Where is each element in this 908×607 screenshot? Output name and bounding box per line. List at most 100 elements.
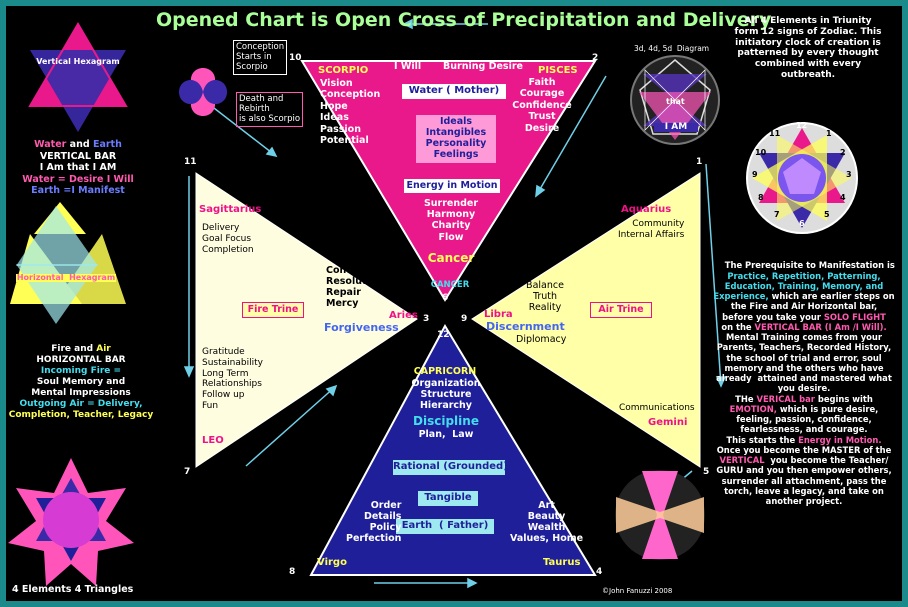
the-text: THe bbox=[735, 393, 757, 404]
diplomacy-label: Diplomacy bbox=[516, 334, 567, 345]
vertical-bar-caption: Water and Earth VERTICAL BAR I Am that I… bbox=[6, 139, 150, 197]
cancer-label: Cancer bbox=[427, 251, 475, 265]
leo-label: LEO bbox=[202, 435, 224, 446]
number-6: 6 bbox=[442, 293, 449, 303]
diagram-caption: 3d, 4d, 5d Diagram bbox=[634, 44, 710, 53]
air-trine-box: Air Trine bbox=[590, 302, 652, 318]
hbar-line: Incoming Fire = bbox=[40, 365, 122, 376]
on-the-text: on the bbox=[721, 321, 755, 332]
master-text: Once you become the MASTER of the bbox=[716, 444, 892, 455]
capricorn-words: Organization Structure Hierarchy bbox=[411, 378, 481, 411]
chart-panel: Opened Chart is Open Cross of Precipitat… bbox=[6, 6, 902, 601]
tangible-box: Tangible bbox=[418, 491, 478, 506]
number-1: 1 bbox=[696, 157, 703, 167]
cross-diagram bbox=[8, 18, 858, 589]
vertical-hexagram-label: Vertical Hexagram bbox=[36, 57, 120, 66]
number-7: 7 bbox=[184, 467, 191, 477]
aries-label: Aries bbox=[389, 310, 418, 321]
energy-in-motion-box: Energy in Motion bbox=[404, 179, 500, 193]
starts-text: This starts the bbox=[726, 434, 799, 445]
begins-with-text: begins with bbox=[814, 393, 873, 404]
clock-number: 5 bbox=[824, 210, 830, 219]
i-am-label: I AM bbox=[654, 122, 698, 133]
leo-words: Gratitude Sustainability Long Term Relat… bbox=[202, 347, 263, 411]
ideals-box: Ideals Intangibles Personality Feelings bbox=[416, 115, 496, 163]
water-mother-box: Water ( Mother) bbox=[402, 84, 506, 99]
burning-desire: Burning Desire bbox=[443, 61, 523, 72]
aquarius-words: Community Internal Affairs bbox=[618, 219, 685, 240]
earth-triangle bbox=[309, 323, 597, 576]
aquarius-label: Aquarius bbox=[621, 204, 672, 215]
death-rebirth-note: Death and Rebirth is also Scorpio bbox=[236, 92, 304, 128]
clock-number: 2 bbox=[840, 148, 846, 157]
libra-label: Libra bbox=[484, 309, 513, 320]
virgo-label: Virgo bbox=[317, 557, 347, 568]
copyright-credit: ©John Fanuzzi 2008 bbox=[602, 587, 673, 595]
rational-box: Rational (Grounded) bbox=[393, 460, 508, 475]
vbar-line: Water = Desire I Will bbox=[22, 173, 134, 185]
solo-flight-text: SOLO FLIGHT bbox=[823, 311, 886, 322]
sagittarius-words: Delivery Goal Focus Completion bbox=[202, 223, 254, 255]
scorpio-label: SCORPIO bbox=[318, 65, 369, 76]
mental-training-text: Mental Training comes from your Parents,… bbox=[716, 332, 892, 394]
communications-label: Communications bbox=[619, 403, 695, 413]
taurus-label: Taurus bbox=[543, 557, 581, 568]
number-10: 10 bbox=[289, 53, 302, 63]
clock-number: 11 bbox=[769, 129, 781, 138]
number-12: 12 bbox=[437, 330, 450, 340]
hbar-line: Completion, Teacher, Legacy bbox=[8, 409, 154, 420]
number-2: 2 bbox=[592, 53, 599, 63]
plan-law-label: Plan, Law bbox=[418, 429, 474, 440]
discipline-label: Discipline bbox=[413, 414, 479, 428]
hbar-line: Soul Memory and bbox=[36, 376, 126, 387]
verical-bar-text: VERICAL bar bbox=[756, 393, 815, 404]
vertical-hexagram bbox=[28, 22, 128, 132]
clock-number: 9 bbox=[752, 170, 758, 179]
number-4: 4 bbox=[596, 567, 603, 577]
three-d-diagram bbox=[630, 55, 720, 145]
conception-note: Conception Starts in Scorpio bbox=[233, 40, 288, 76]
that-label: that bbox=[666, 97, 685, 106]
hbar-line: Mental Impressions bbox=[31, 387, 131, 398]
clock-number: 8 bbox=[758, 193, 764, 202]
teacher-text: you become the Teacher/ GURU and you the… bbox=[716, 455, 892, 506]
libra-words: Balance Truth Reality bbox=[526, 280, 564, 314]
number-5: 5 bbox=[703, 467, 710, 477]
hourglass-icon bbox=[615, 470, 705, 560]
page-title: Opened Chart is Open Cross of Precipitat… bbox=[156, 9, 772, 31]
discernment-label: Discernment bbox=[486, 320, 565, 333]
clock-number: 4 bbox=[840, 193, 846, 202]
taurus-words: Art Beauty Wealth Values, Home bbox=[510, 500, 584, 544]
scorpio-words: Vision Conception Hope Ideas Passion Pot… bbox=[320, 78, 381, 146]
vbar-line: VERTICAL BAR bbox=[39, 150, 117, 162]
virgo-words: Order Details Policy Perfection bbox=[346, 500, 402, 544]
number-11: 11 bbox=[184, 157, 197, 167]
number-3: 3 bbox=[423, 314, 430, 324]
prereq-text: The Prerequisite to Manifestation is bbox=[724, 260, 895, 271]
vertical-bar-text: VERTICAL BAR (I Am /I Will). bbox=[754, 321, 887, 332]
vbar-line: Earth =I Manifest bbox=[31, 185, 125, 197]
fire-triangle bbox=[195, 172, 418, 468]
fire-trine-box: Fire Trine bbox=[242, 302, 304, 318]
gemini-label: Gemini bbox=[648, 417, 688, 428]
intro-text: All 4 Elements in Triunity form 12 signs… bbox=[734, 16, 882, 80]
desire-text: which is pure desire, feeling, passion, … bbox=[736, 403, 879, 435]
emotion-text: EMOTION, bbox=[729, 403, 777, 414]
bowtie-icon bbox=[179, 68, 227, 116]
vertical-word: VERTICAL bbox=[719, 455, 765, 465]
hbar-line: Outgoing Air = Delivery, bbox=[19, 398, 143, 409]
i-will: I Will bbox=[394, 61, 422, 72]
clock-number: 12 bbox=[796, 121, 808, 130]
clock-number: 7 bbox=[774, 210, 780, 219]
zodiac-mandala bbox=[746, 122, 858, 234]
number-9: 9 bbox=[461, 314, 468, 324]
sagittarius-label: Sagittarius bbox=[199, 204, 262, 215]
practice-text: Practice, Repetition, Patterning, Educat… bbox=[713, 270, 884, 302]
energy-motion-text: Energy in Motion. bbox=[798, 434, 882, 445]
vbar-line: I Am that I AM bbox=[39, 162, 117, 174]
capricorn-label: CAPRICORN bbox=[413, 366, 477, 377]
earth-father-box: Earth ( Father) bbox=[396, 519, 494, 534]
cancer-caps-label: CANCER bbox=[430, 280, 470, 290]
clock-number: 10 bbox=[755, 148, 767, 157]
